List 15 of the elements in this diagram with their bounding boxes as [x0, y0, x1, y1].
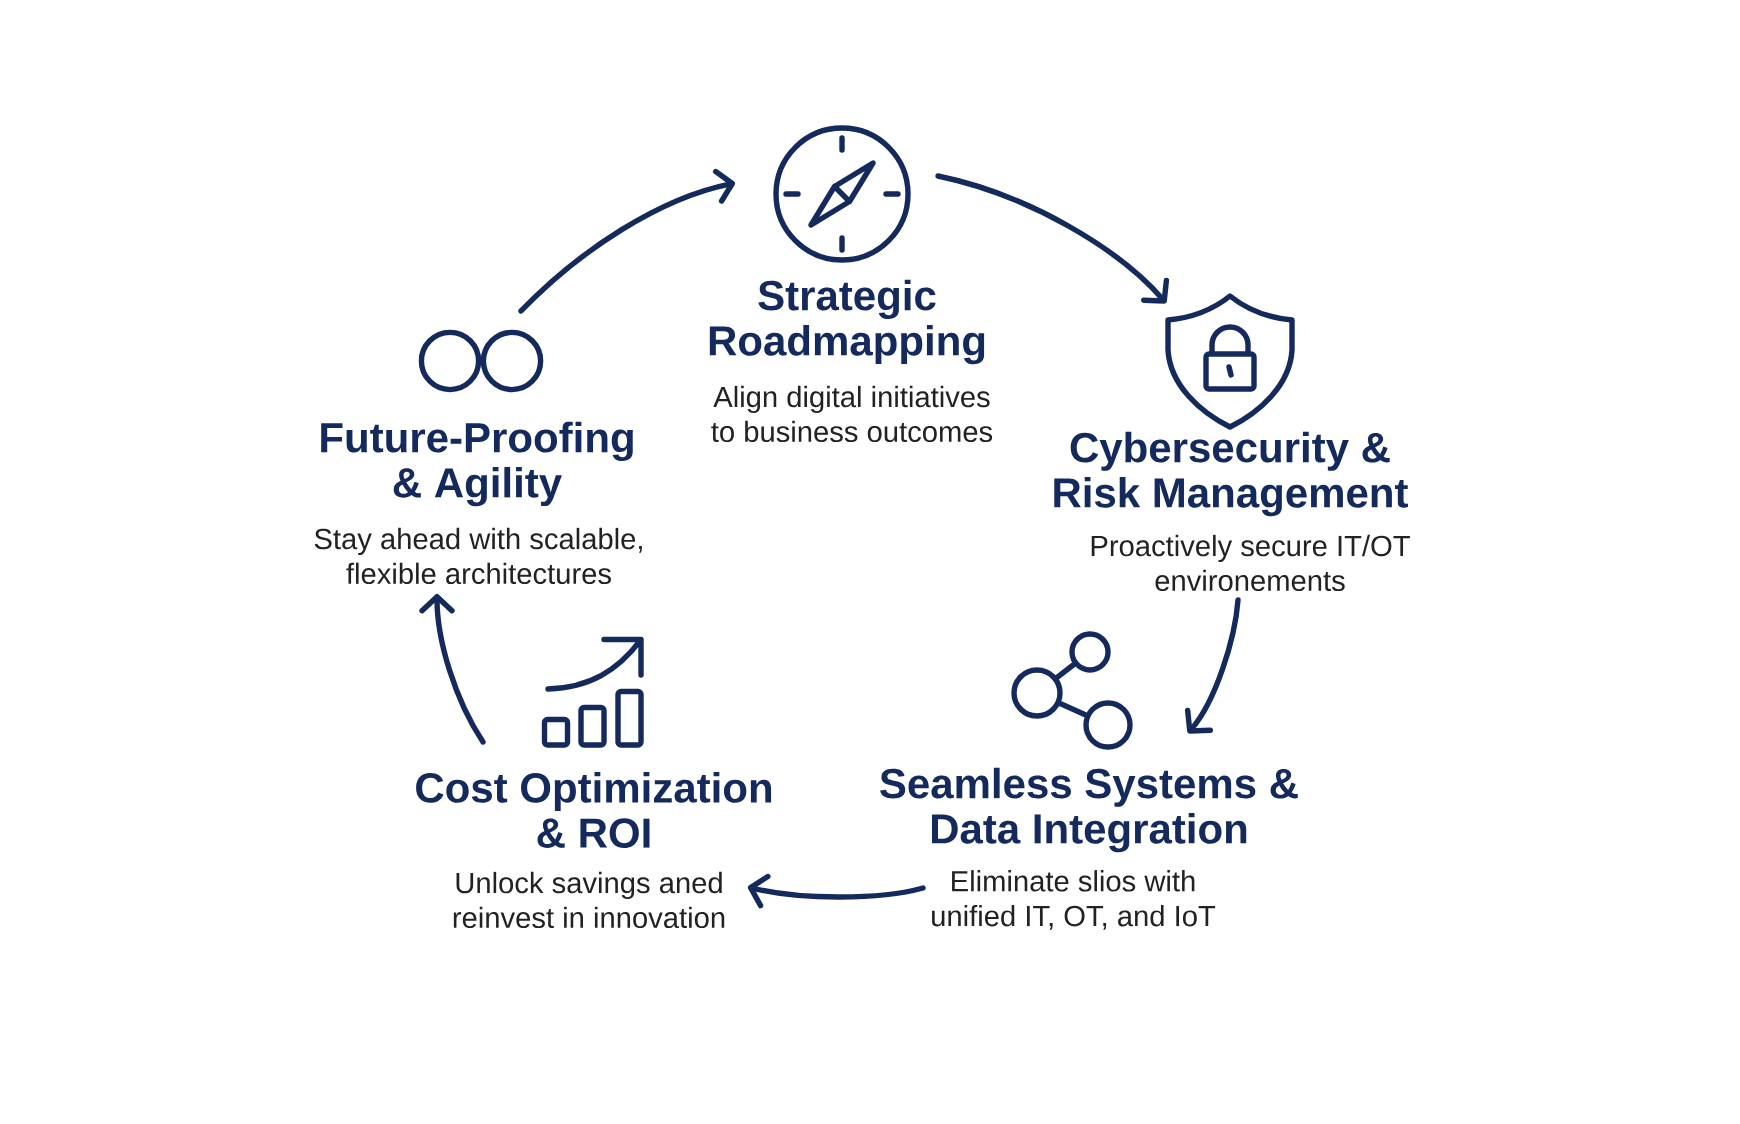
arrow	[419, 593, 486, 745]
heading: Cost Optimization & ROI	[416, 771, 772, 848]
description: Proactively secure IT/OT environements	[1091, 534, 1410, 592]
arrow	[1184, 597, 1241, 734]
arrow	[747, 873, 926, 909]
arrow	[518, 168, 736, 314]
description: Unlock savings aned reinvest in innovation	[453, 871, 725, 929]
description: Eliminate slios with unified IT, OT, and IoT	[932, 870, 1216, 930]
description: Align digital initiatives to business outcomes	[711, 385, 993, 443]
heading: Seamless Systems & Data Integration	[880, 767, 1298, 853]
heading: Future-Proofing & Agility	[321, 421, 633, 507]
heading: Strategic Roadmapping	[709, 279, 985, 365]
description: Stay ahead with scalable, flexible architectures	[314, 527, 642, 585]
heading: Cybersecurity & Risk Management	[1054, 431, 1408, 517]
arrow	[935, 173, 1170, 304]
